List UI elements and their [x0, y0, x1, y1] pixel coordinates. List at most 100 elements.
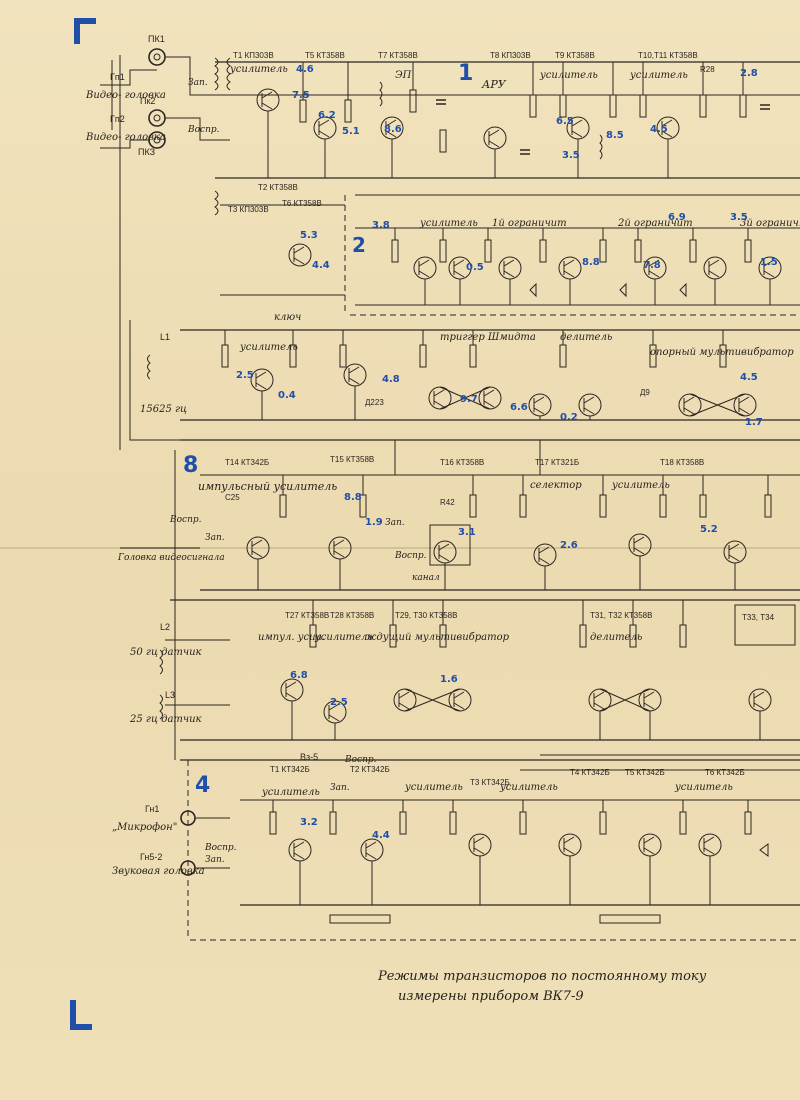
label-amp-2: усилитель [539, 70, 598, 81]
voltage-reading: 7.8 [643, 260, 661, 271]
label-waiting-mv: ждущий мультивибратор [365, 632, 510, 643]
label-limiter-2: 2й ограничит [617, 218, 693, 229]
label-amp-6: усилитель [611, 480, 670, 491]
section-title-8: импульсный усилитель [198, 480, 337, 493]
voltage-reading: 5.3 [300, 230, 318, 241]
comp-t28: Т28 КТ358В [330, 611, 374, 620]
left-bus [111, 55, 176, 760]
comp-t27: Т27 КТ358В [285, 611, 329, 620]
comp-t16: Т16 КТ358В [440, 458, 484, 467]
section-number-2: 2 [352, 233, 366, 257]
voltage-reading: 4.8 [382, 374, 400, 385]
voltage-reading: 8.5 [606, 130, 624, 141]
label-schmitt: триггер Шмидта [440, 332, 536, 343]
voltage-reading: 6.9 [668, 212, 686, 223]
voltage-reading: 6.6 [510, 402, 528, 413]
voltage-reading: 4.4 [372, 830, 390, 841]
comp-t29: Т29, Т30 КТ358В [395, 611, 457, 620]
voltage-reading: 1.6 [440, 674, 458, 685]
label-amp-9: усилитель [404, 782, 463, 793]
voltage-reading: 2.8 [740, 68, 758, 79]
label-sound-head: Звуковая головка [112, 866, 205, 877]
section-number-1: 1 [458, 61, 473, 86]
voltage-reading: 1.5 [760, 257, 778, 268]
label-impulse-amp: импул. усил. [258, 632, 325, 643]
label-freq-15625: 15625 гц [140, 404, 187, 415]
voltage-reading: 7.5 [292, 90, 310, 101]
comp-t2: Т2 КТ358В [258, 183, 298, 192]
label-record-3: Зап. [385, 518, 405, 528]
comp-t17: Т17 КТ321Б [535, 458, 579, 467]
label-head-video-signal: Головка видеосигнала [117, 553, 225, 563]
voltage-reading: 5.2 [700, 524, 718, 535]
text-layer: 1 АРУ 2 8 импульсный усилитель 4 Видео- … [85, 34, 800, 1004]
block-sensors [159, 599, 800, 771]
label-video-head-1: Видео- головка [85, 90, 166, 101]
voltage-reading: 3.5 [730, 212, 748, 223]
voltage-reading: 4.5 [740, 372, 758, 383]
voltage-reading: 1.9 [365, 517, 383, 528]
voltage-reading: 6.2 [318, 110, 336, 121]
voltage-reading: 3.1 [458, 527, 476, 538]
label-divider-2: делитель [590, 632, 642, 643]
comp-pk1: ПК1 [148, 34, 165, 44]
voltage-reading: 3.5 [562, 150, 580, 161]
block-4 [180, 759, 800, 941]
comp-t1: Т1 КП303В [233, 51, 274, 60]
label-record-1: Зап. [188, 78, 208, 88]
section-number-4: 4 [195, 773, 210, 798]
voltage-reading: 3.8 [372, 220, 390, 231]
label-ref-prefix: Вз-5 [300, 752, 318, 762]
comp-tt2: Т2 КТ342Б [350, 765, 390, 774]
block-2 [214, 190, 800, 316]
comp-t5: Т5 КТ358В [305, 51, 345, 60]
comp-gp2: Гп2 [110, 114, 125, 124]
comp-tt5: Т5 КТ342Б [625, 768, 665, 777]
comp-d2: Д223 [365, 398, 384, 407]
comp-t8: Т8 КП303В [490, 51, 531, 60]
comp-l3: L3 [165, 690, 175, 700]
comp-t33: Т33, Т34 [742, 613, 775, 622]
voltage-reading: 3.2 [300, 817, 318, 828]
voltage-reading: 2.6 [560, 540, 578, 551]
label-amp-8: усилитель [261, 787, 320, 798]
label-playback-3: Воспр. [394, 551, 427, 561]
label-key: ключ [274, 312, 301, 323]
label-limiter-3: 3й огранич. [740, 218, 800, 229]
label-channel: канал [412, 573, 440, 583]
label-playback-4: Воспр. [204, 843, 237, 853]
block-8 [120, 439, 800, 591]
voltage-reading: 5.1 [342, 126, 360, 137]
voltage-reading: 4.4 [312, 260, 330, 271]
comp-t3: Т3 КП303В [228, 205, 269, 214]
block-1 [100, 48, 800, 179]
section-title-1: АРУ [481, 78, 507, 91]
label-sensor-50: 50 гц датчик [130, 647, 202, 658]
corner-mark-top [74, 18, 96, 44]
comp-l1: L1 [160, 332, 170, 342]
voltage-reading: 0.5 [466, 262, 484, 273]
label-video-head-2: Видео- головка [85, 132, 166, 143]
comp-d1: Д9 [640, 388, 650, 397]
voltage-reading: 8.8 [582, 257, 600, 268]
label-amp-5: усилитель [239, 342, 298, 353]
section-number-8: 8 [183, 453, 198, 478]
voltage-reading: 9.7 [460, 394, 478, 405]
label-amp-4: усилитель [419, 218, 478, 229]
comp-gn1: Гн1 [145, 804, 159, 814]
comp-l2: L2 [160, 622, 170, 632]
comp-tt3: Т3 КТ342Б [470, 778, 510, 787]
label-sensor-25: 25 гц датчик [129, 714, 202, 725]
comp-t14: Т14 КТ342Б [225, 458, 269, 467]
voltage-reading: 6.8 [290, 670, 308, 681]
label-selector: селектор [530, 480, 582, 491]
label-amp-1: усилитель [229, 64, 288, 75]
label-microphone: „Микрофон" [112, 822, 177, 833]
comp-t18: Т18 КТ358В [660, 458, 704, 467]
corner-mark-bottom [70, 1000, 92, 1030]
label-ref-multivibrator: опорный мультивибратор [650, 347, 794, 358]
comp-t31: Т31, Т32 КТ358В [590, 611, 652, 620]
voltage-reading: 4.5 [650, 124, 668, 135]
